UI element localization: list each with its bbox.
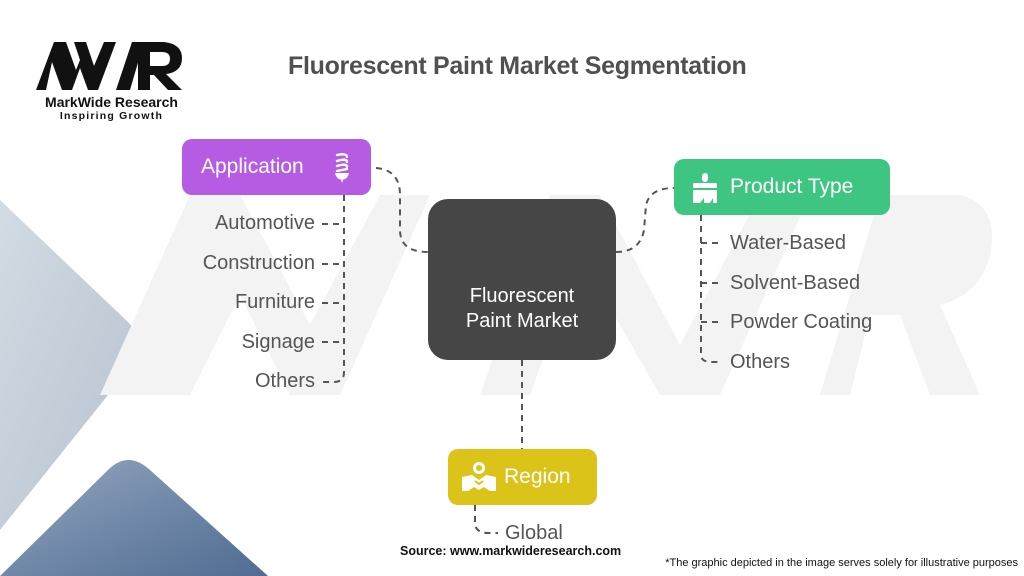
handshake-person-icon: [462, 462, 496, 491]
application-item: Furniture: [234, 291, 315, 313]
center-node: Fluorescent Paint Market: [428, 199, 616, 360]
disclaimer-text: *The graphic depicted in the image serve…: [665, 557, 1018, 569]
page-title: Fluorescent Paint Market Segmentation: [288, 52, 747, 80]
category-application[interactable]: Application: [182, 139, 371, 195]
product-type-item: Solvent-Based: [730, 272, 861, 294]
center-node-line1: Fluorescent: [469, 285, 575, 307]
category-product-type-label: Product Type: [730, 175, 854, 198]
category-product-type[interactable]: Product Type: [674, 159, 890, 215]
source-credit: Source: www.markwideresearch.com: [400, 544, 622, 558]
light-bulb-icon: [335, 153, 349, 183]
application-item: Automotive: [214, 212, 315, 234]
application-item: Signage: [241, 331, 315, 353]
application-item: Construction: [202, 252, 315, 274]
background-diamond-light: [0, 200, 268, 576]
mwr-logo-icon: [36, 42, 182, 90]
product-type-item: Powder Coating: [730, 311, 873, 333]
application-item: Others: [254, 370, 315, 392]
product-type-item: Others: [730, 351, 791, 373]
brand-tagline: Inspiring Growth: [59, 110, 164, 122]
product-type-item: Water-Based: [730, 232, 846, 254]
center-node-line2: Paint Market: [465, 310, 579, 332]
category-application-label: Application: [201, 155, 304, 178]
category-region[interactable]: Region: [448, 449, 597, 505]
brand-logo: MarkWide Research Inspiring Growth: [34, 40, 189, 122]
region-item: Global: [505, 522, 563, 544]
paint-brush-icon: [693, 173, 717, 203]
brand-name: MarkWide Research: [45, 94, 178, 110]
category-region-label: Region: [504, 465, 571, 488]
